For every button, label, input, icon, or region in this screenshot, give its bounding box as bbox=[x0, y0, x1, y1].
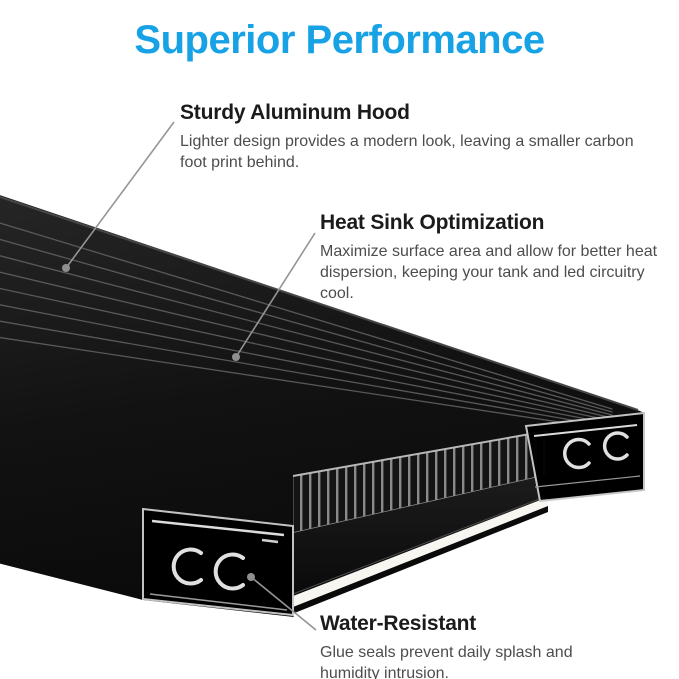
leader-line-water bbox=[250, 576, 317, 631]
hood-ridges bbox=[0, 222, 613, 431]
diffuser-frame-highlight bbox=[292, 495, 548, 595]
far-end-cap bbox=[524, 411, 645, 503]
callout-heatsink-body: Maximize surface area and allow for bett… bbox=[320, 243, 658, 302]
mounting-channel-icon bbox=[213, 552, 245, 591]
led-diffuser-strip bbox=[293, 497, 548, 607]
callout-heatsink-heading: Heat Sink Optimization bbox=[320, 211, 545, 234]
callout-water-body: Glue seals prevent daily splash and humi… bbox=[320, 644, 573, 679]
leader-line-hood bbox=[65, 121, 175, 269]
mounting-channel-icon bbox=[602, 431, 629, 461]
callout-hood-heading: Sturdy Aluminum Hood bbox=[180, 101, 410, 124]
page-title: Superior Performance bbox=[134, 18, 545, 62]
hood-rear-edge-highlight bbox=[0, 195, 639, 411]
near-end-cap bbox=[142, 507, 294, 617]
callout-dot-hood bbox=[62, 264, 70, 272]
callout-dots bbox=[62, 264, 255, 581]
callout-leaders bbox=[65, 121, 317, 631]
callout-water-heading: Water-Resistant bbox=[320, 612, 477, 635]
mounting-channel-icon bbox=[562, 437, 591, 470]
callout-water: Water-Resistant Glue seals prevent daily… bbox=[320, 612, 576, 679]
callout-heatsink: Heat Sink Optimization Maximize surface … bbox=[320, 211, 672, 304]
callout-hood: Sturdy Aluminum Hood Lighter design prov… bbox=[180, 101, 638, 174]
mounting-channel-icon bbox=[171, 547, 203, 586]
callout-dot-heatsink bbox=[232, 353, 240, 361]
callout-dot-water bbox=[247, 573, 255, 581]
callout-hood-body: Lighter design provides a modern look, l… bbox=[180, 133, 634, 171]
fixture-front-face bbox=[293, 475, 548, 596]
leader-line-heatsink bbox=[235, 232, 316, 358]
